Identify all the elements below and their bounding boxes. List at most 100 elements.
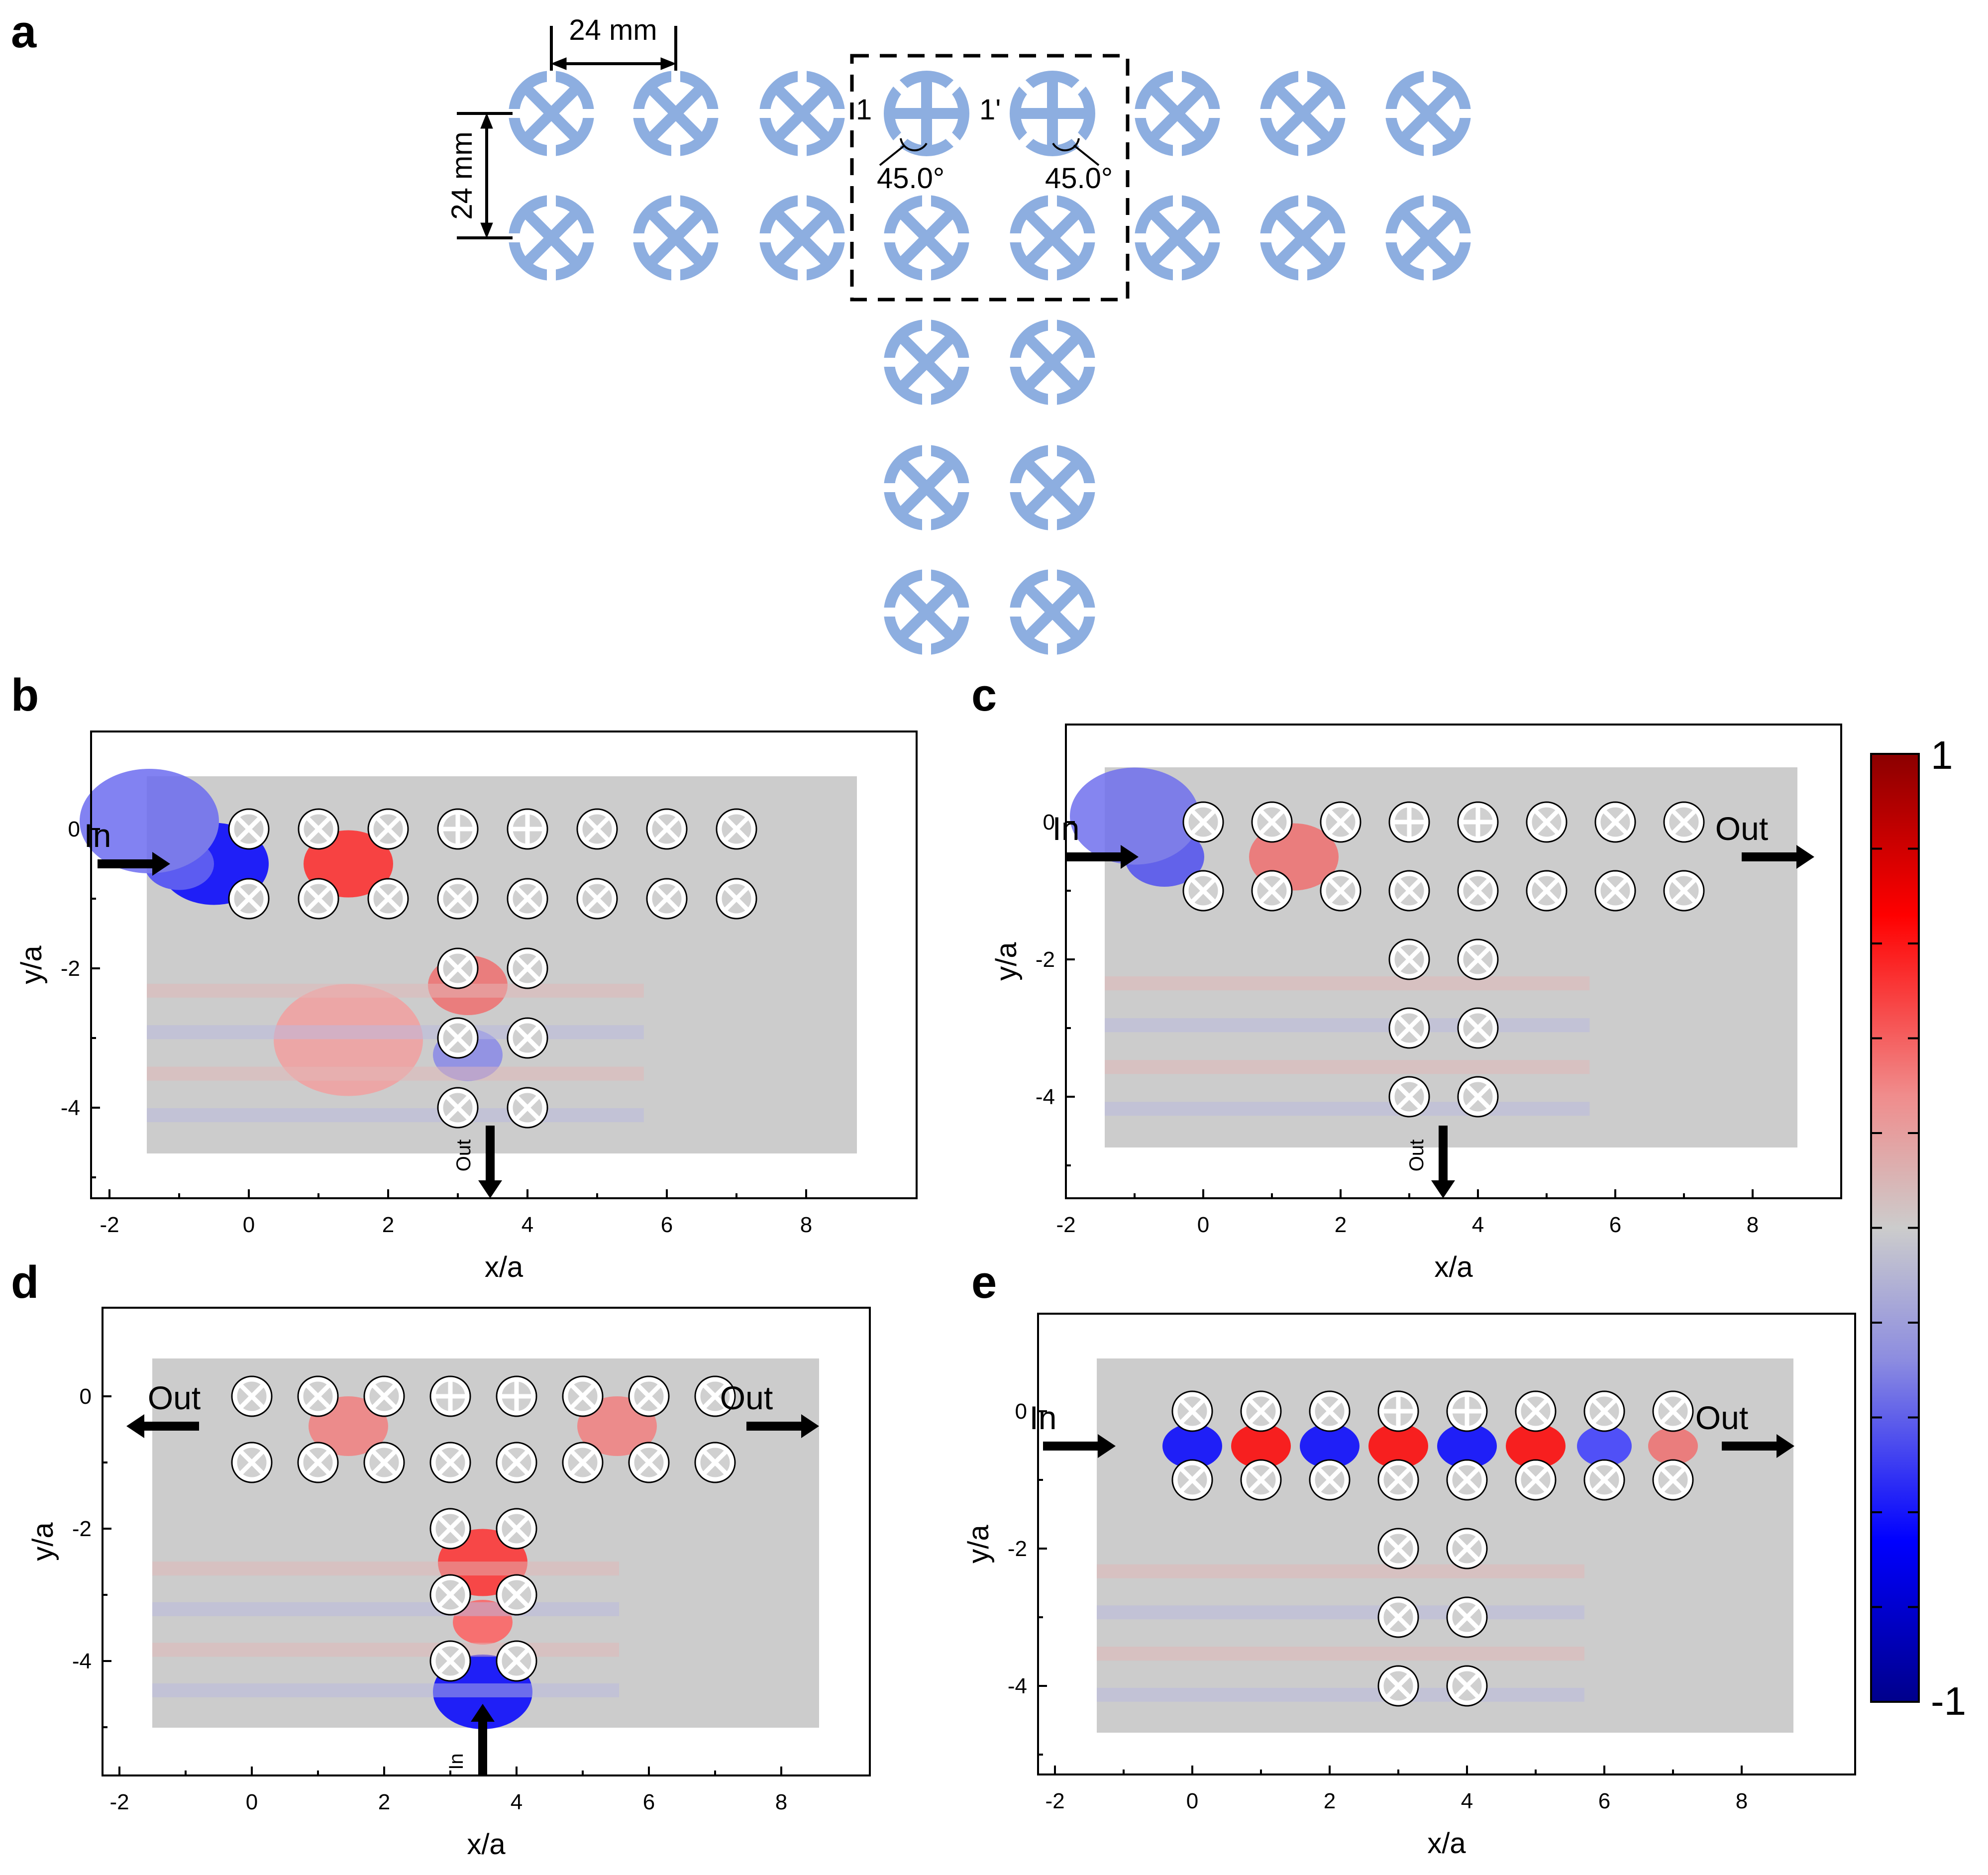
unit-cell-cross [757, 193, 847, 283]
unit-cell-cross [1652, 1459, 1694, 1501]
field-blob [1231, 1424, 1291, 1468]
arrow-out: Out [453, 1126, 502, 1198]
unit-cell-cross [496, 1640, 537, 1682]
y-tick-label: 0 [1015, 1399, 1027, 1424]
field-blob [1506, 1424, 1566, 1468]
field-blobs [1070, 767, 1590, 1116]
unit-cell-cross [298, 878, 339, 920]
angle-leader-right [1073, 144, 1100, 166]
angle-label-left: 45.0° [877, 162, 944, 195]
unit-cell-cross [367, 878, 409, 920]
field-band [1097, 1687, 1584, 1702]
unit-cell-cross [1008, 193, 1097, 283]
x-tick-label: 6 [1609, 1213, 1621, 1237]
dim-v-arrow-top [480, 112, 493, 129]
unit-cell-cross [1171, 1459, 1213, 1501]
unit-cell-cross [297, 1442, 339, 1483]
unit-cell-cross [298, 808, 339, 850]
arrow-label-in: In [1052, 810, 1079, 847]
field-blobs [80, 769, 644, 1123]
x-axis-label: x/a [1434, 1251, 1473, 1283]
unit-cell-cross [429, 1442, 471, 1483]
unit-cell-cross [1652, 1390, 1694, 1432]
unit-cell-cross [1663, 870, 1705, 912]
arrow-label-out: Out [148, 1379, 201, 1416]
unit-cell-cross [1377, 1665, 1419, 1707]
colorbar: 1 -1 [1870, 733, 1966, 1723]
unit-cell-cross [716, 808, 757, 850]
unit-cell-cross [882, 317, 971, 407]
unit-cell-plus [1457, 801, 1499, 843]
unit-cell-cross [507, 193, 596, 283]
x-tick-label: 0 [1197, 1213, 1209, 1237]
unit-cell-cross [1309, 1459, 1351, 1501]
unit-cell-cross [1583, 1390, 1625, 1432]
y-tick-label: 0 [80, 1384, 92, 1409]
field-band [147, 1025, 644, 1040]
y-axis-label: y/a [990, 942, 1023, 981]
unit-cell-cross [1457, 938, 1499, 980]
field-band [1105, 976, 1590, 991]
arrow-label-out: Out [1715, 810, 1768, 847]
y-tick-label: -2 [61, 956, 80, 981]
field-band [1097, 1647, 1584, 1661]
arrow-in: In [84, 817, 170, 876]
unit-cell-cross [631, 193, 721, 283]
unit-cell-plus [507, 808, 548, 850]
field-blobs [1097, 1424, 1698, 1702]
panel-a-annotations [457, 26, 1130, 302]
unit-cell-cross [1526, 870, 1568, 912]
angle-label-right: 45.0° [1045, 162, 1113, 195]
x-tick-label: 8 [800, 1213, 812, 1237]
unit-cell-cross [507, 1087, 548, 1129]
field-band [147, 1108, 644, 1123]
unit-cell-cross [1240, 1390, 1282, 1432]
y-axis-label: y/a [15, 945, 48, 984]
unit-cell-cross [646, 808, 688, 850]
unit-cell-cross [1251, 870, 1293, 912]
x-axis-label: x/a [467, 1828, 506, 1861]
arrow-in: In [445, 1704, 495, 1776]
unit-cell-cross [1008, 317, 1097, 407]
arrow-out: Out [720, 1379, 819, 1438]
unit-cell-cross [1526, 801, 1568, 843]
x-tick-label: 0 [243, 1213, 255, 1237]
colorbar-ticks [1871, 847, 1919, 1608]
unit-cells [228, 808, 757, 1129]
unit-cell-cross [1133, 193, 1222, 283]
unit-cell-plus [1010, 71, 1095, 156]
field-band [152, 1562, 619, 1576]
unit-cell-cross [882, 193, 971, 283]
unit-cell-cross [1377, 1459, 1419, 1501]
unit-cells [231, 1375, 736, 1682]
x-tick-label: -2 [109, 1790, 129, 1814]
unit-cell-cross [1320, 870, 1361, 912]
field-band [152, 1643, 619, 1657]
y-tick-label: -4 [1036, 1085, 1055, 1109]
panel-label-d: d [11, 1257, 39, 1308]
unit-cell-cross [1594, 801, 1636, 843]
field-band [147, 1066, 644, 1081]
unit-cell-cross [757, 69, 847, 158]
cell-label-1-prime: 1' [979, 94, 1001, 126]
field-blob [1300, 1424, 1360, 1468]
x-tick-label: 2 [382, 1213, 394, 1237]
x-tick-label: 0 [1186, 1789, 1198, 1813]
field-band [152, 1683, 619, 1697]
x-tick-label: 2 [378, 1790, 390, 1814]
arrow-out: Out [1406, 1126, 1455, 1198]
x-tick-label: 8 [1747, 1213, 1759, 1237]
field-blob [453, 1600, 513, 1645]
unit-cell-cross [437, 1087, 479, 1129]
arrow-label-in: In [1029, 1399, 1056, 1436]
arrow-in: In [1029, 1399, 1116, 1458]
unit-cell-cross [576, 878, 618, 920]
unit-cell-cross [631, 69, 721, 158]
y-tick-label: 0 [1043, 810, 1055, 834]
x-tick-label: 6 [661, 1213, 673, 1237]
unit-cell-cross [367, 808, 409, 850]
field-band [1097, 1605, 1584, 1620]
